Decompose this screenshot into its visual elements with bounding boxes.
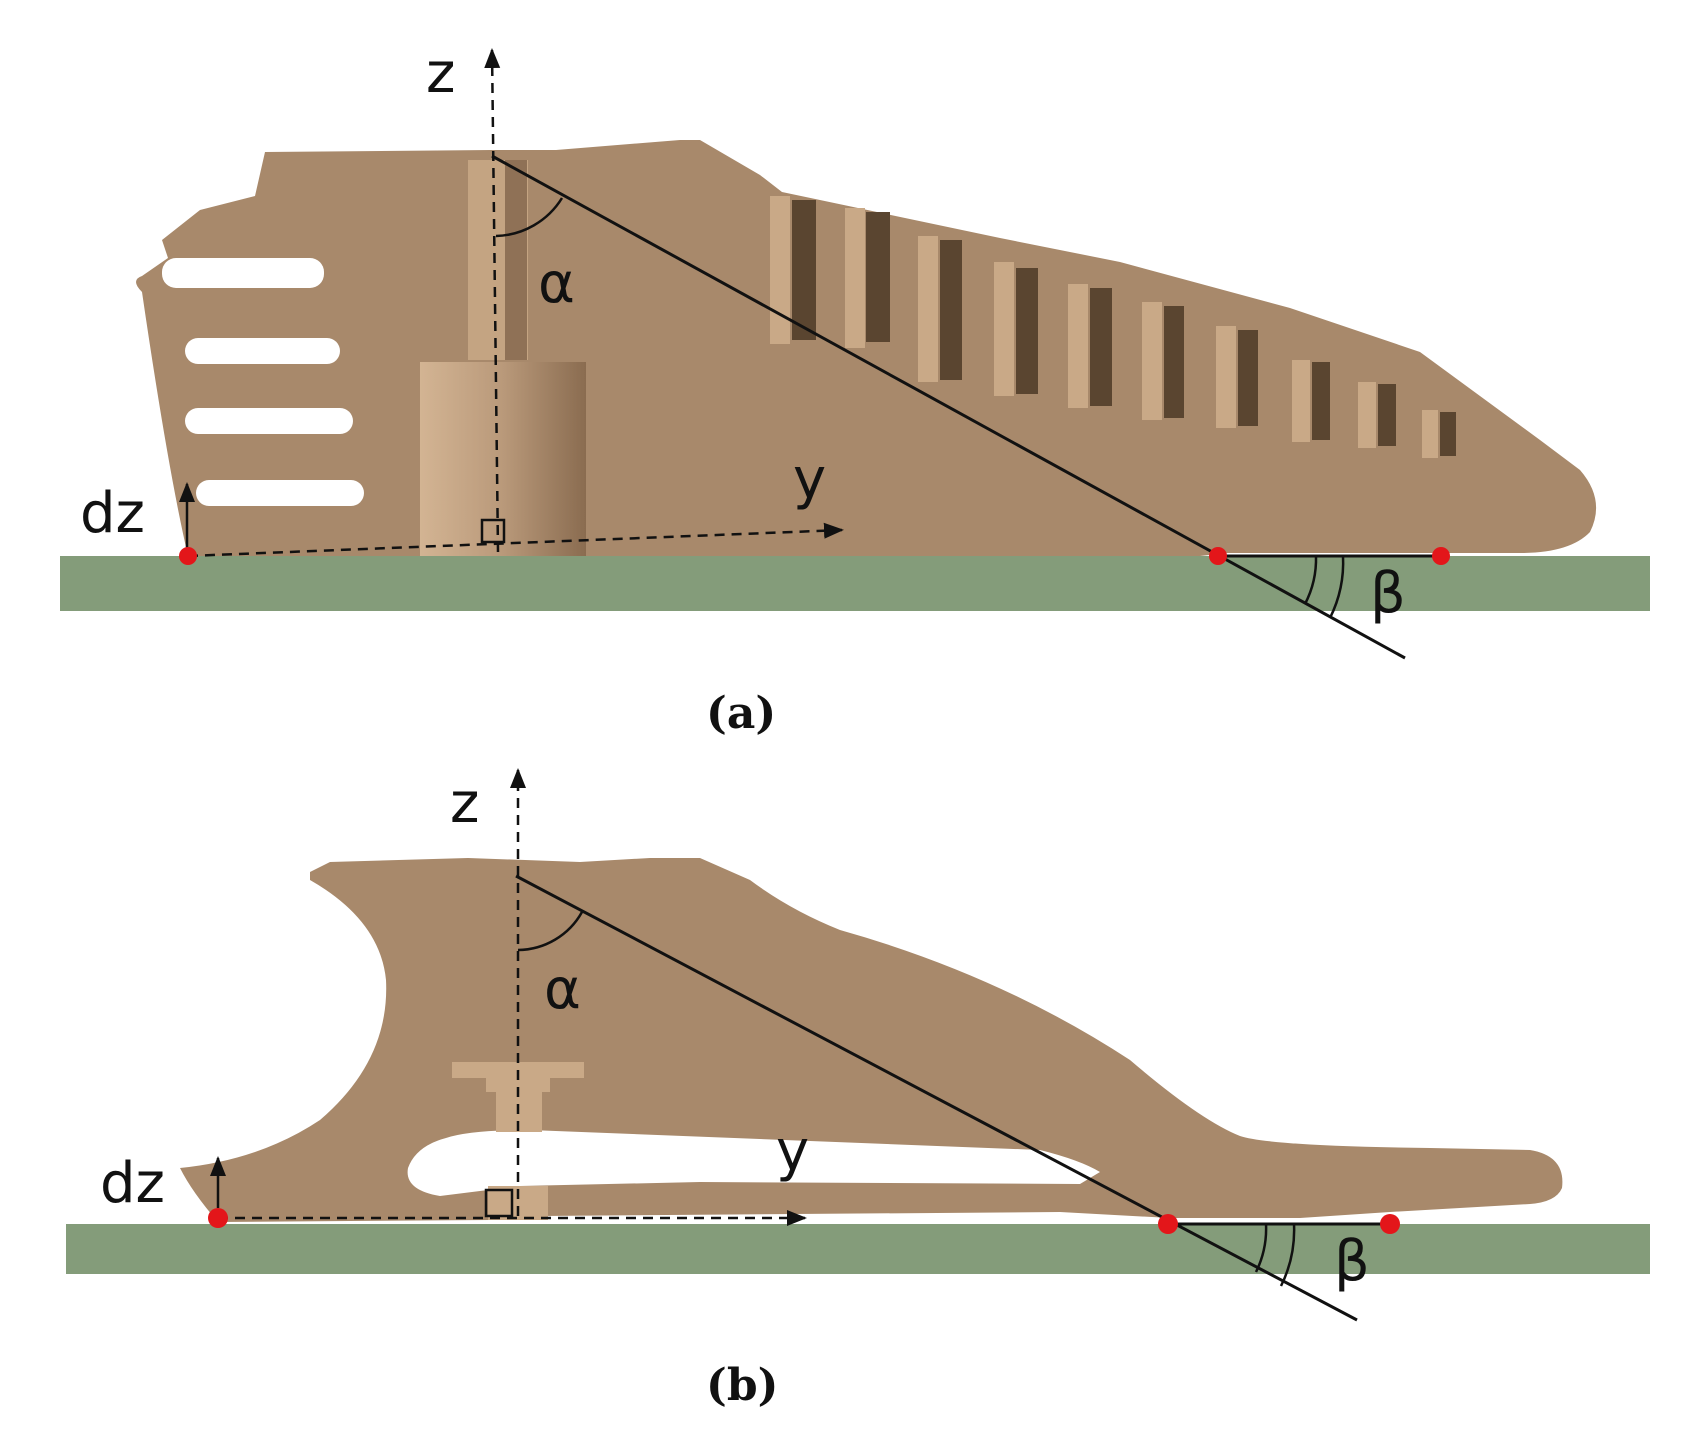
panel-a: z y dz α β (a): [60, 41, 1650, 739]
contact-point-heel-a: [179, 547, 197, 565]
beta-arc-a: [1303, 555, 1318, 605]
z-label-b: z: [450, 771, 479, 836]
ground-plate-b: [66, 1224, 1650, 1274]
dz-label-a: dz: [80, 481, 145, 546]
alpha-line-a: [491, 154, 1406, 660]
y-axis-a: [187, 522, 844, 558]
contact-point-heel-b: [208, 1208, 228, 1228]
right-angle-marker-a: [480, 518, 506, 544]
keel-rib-highlights-a: [770, 196, 1438, 458]
slot: [185, 408, 353, 434]
caption-b: (b): [706, 1360, 778, 1411]
beta-arc-b: [1254, 1223, 1268, 1273]
beta-label-b: β: [1334, 1229, 1370, 1294]
keel-gap-b: [407, 1130, 1101, 1196]
z-label-a: z: [426, 41, 455, 106]
alpha-line-b: [515, 874, 1358, 1322]
ground-plate-a: [60, 556, 1650, 611]
slots-a: [162, 258, 364, 506]
contact-point-mid-b: [1158, 1214, 1178, 1234]
y-label-a: y: [793, 447, 826, 512]
right-angle-marker-b: [484, 1188, 514, 1218]
alpha-arc-b: [517, 911, 584, 952]
dz-label-b: dz: [100, 1151, 165, 1216]
contact-point-toe-b: [1380, 1214, 1400, 1234]
contact-point-toe-a: [1432, 547, 1450, 565]
beta-arc-a-2: [1328, 555, 1345, 619]
slot: [185, 338, 340, 364]
y-label-b: y: [776, 1119, 809, 1184]
slot: [196, 480, 364, 506]
slot: [162, 258, 324, 288]
alpha-label-b: α: [544, 957, 581, 1022]
pylon-shadow-a: [505, 160, 527, 360]
beta-label-a: β: [1370, 561, 1406, 626]
contact-point-mid-a: [1209, 547, 1227, 565]
beta-arc-b-2: [1279, 1223, 1296, 1287]
alpha-arc-a: [495, 197, 564, 238]
panel-b: z y dz α β (b): [66, 768, 1650, 1411]
caption-a: (a): [706, 688, 776, 739]
alpha-label-a: α: [538, 251, 575, 316]
keel-ribs-a: [792, 200, 1456, 456]
